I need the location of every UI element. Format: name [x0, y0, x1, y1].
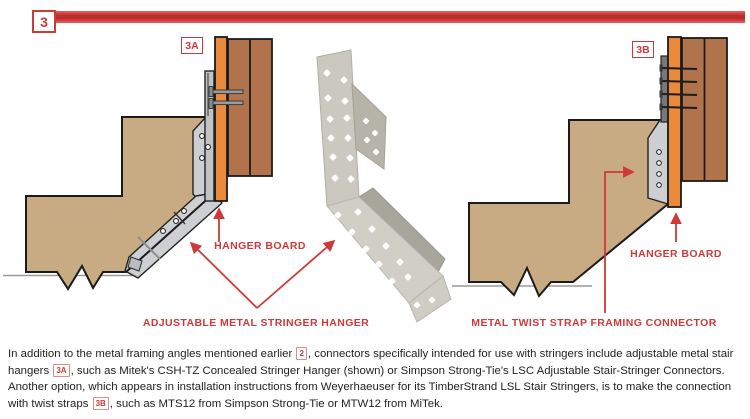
photo-side-flange [351, 82, 387, 170]
figure-ref-badge[interactable]: 2 [296, 347, 307, 360]
hanger-adjust-joint [173, 211, 186, 225]
callout-twist-strap: METAL TWIST STRAP FRAMING CONNECTOR [471, 317, 717, 329]
hanger-hole [160, 228, 166, 234]
hanger-board-left [214, 36, 228, 202]
hanger-tip-plate [127, 256, 143, 272]
figure-ref-badge[interactable]: 3A [53, 363, 70, 377]
hanger-hole [199, 155, 205, 161]
arrow-stringer-hanger-photo [256, 239, 336, 309]
photo-stringer-hanger [316, 49, 452, 323]
arrow-stringer-hanger-left [189, 241, 258, 309]
strap-hole [656, 171, 662, 177]
callout-hanger-board-left: HANGER BOARD [214, 240, 306, 252]
top-rule [54, 11, 745, 23]
callout-stringer-hanger: ADJUSTABLE METAL STRINGER HANGER [142, 317, 370, 329]
panel-label-3b: 3B [632, 41, 654, 58]
photo-front-plate [316, 49, 360, 207]
figure-ref-badge[interactable]: 3B [92, 396, 109, 410]
panel-3a-diagram [3, 36, 273, 291]
stringer-right [468, 119, 669, 298]
strap-screws [659, 64, 698, 111]
hanger-hole [181, 208, 187, 214]
stringer-hanger-flange [204, 70, 215, 202]
panel-label-3a: 3A [181, 37, 203, 54]
strap-hole [656, 160, 662, 166]
callout-hanger-board-right: HANGER BOARD [630, 248, 722, 260]
hanger-hole [173, 218, 179, 224]
hanger-bolts [208, 86, 244, 109]
hanger-nails [137, 236, 161, 260]
strap-hole [656, 182, 662, 188]
caption-paragraph: In addition to the metal framing angles … [8, 347, 734, 410]
hanger-hole [199, 133, 205, 139]
hanger-hole [205, 144, 211, 150]
strap-hole [656, 149, 662, 155]
panel-3b-diagram [452, 36, 728, 298]
hanger-board-right [667, 36, 682, 208]
callout-arrows [189, 166, 682, 313]
arrow-twist-strap [604, 166, 635, 313]
photo-holes [323, 69, 436, 309]
stringer-left [25, 116, 215, 291]
figure-number-badge: 3 [32, 10, 56, 33]
stringer-slope-edge [125, 193, 214, 273]
